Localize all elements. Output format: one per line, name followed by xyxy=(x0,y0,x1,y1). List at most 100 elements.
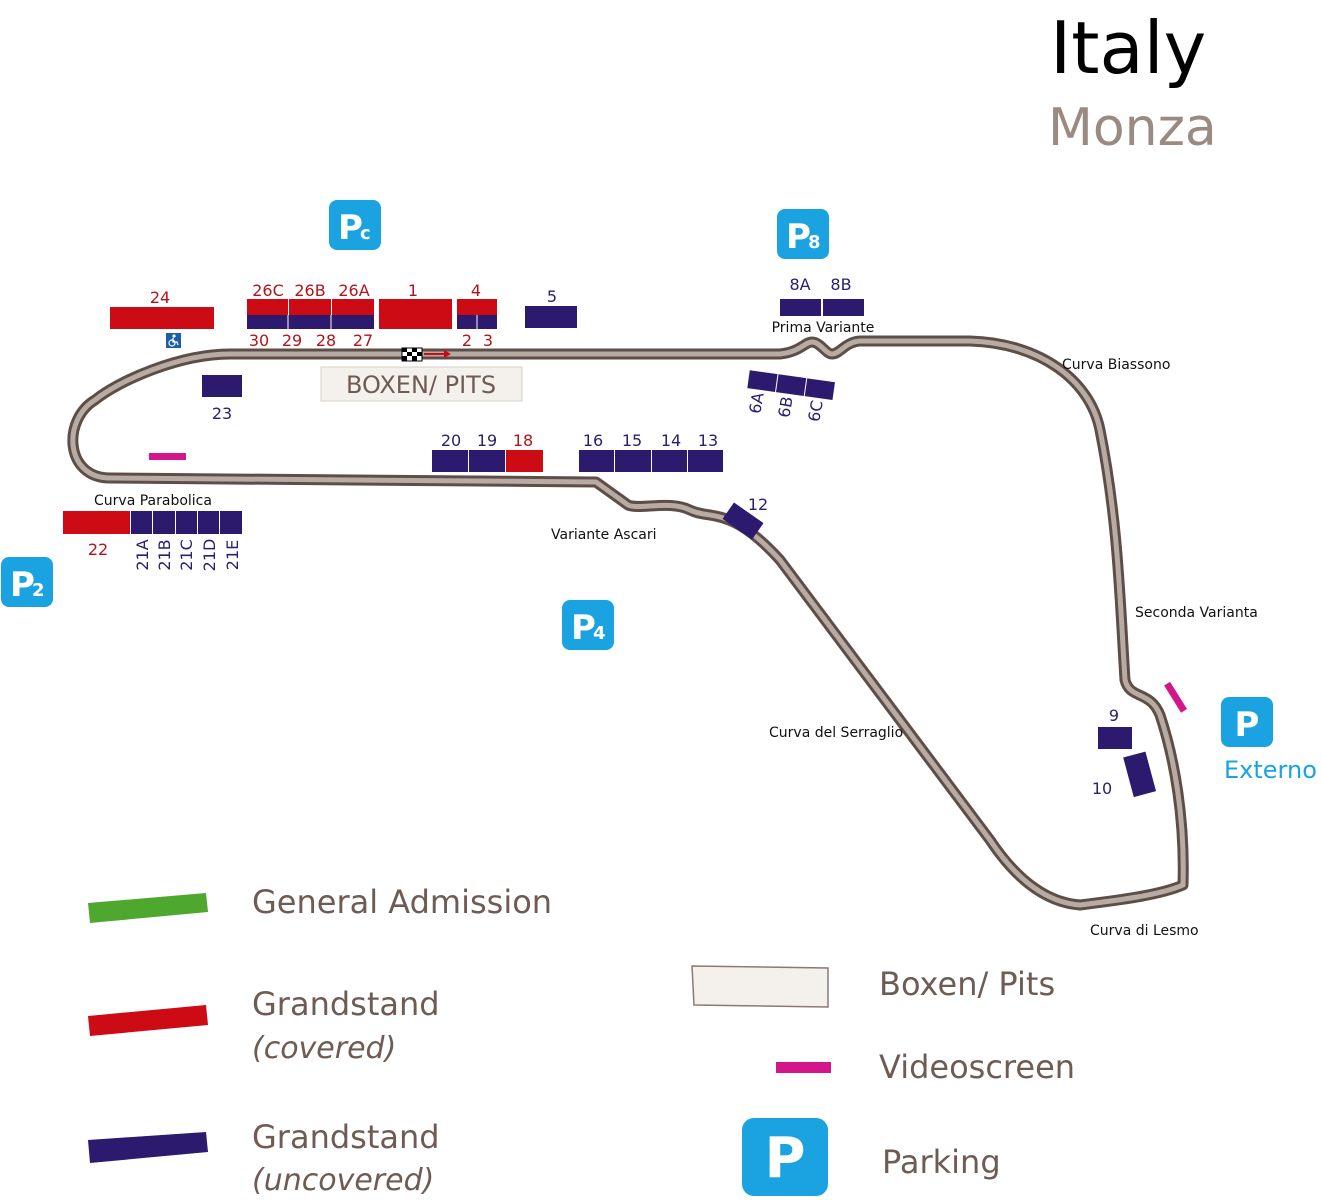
corner-curva-di-lesmo: Curva di Lesmo xyxy=(1090,923,1199,939)
stand-label-8b: 8B xyxy=(830,275,851,294)
grandstand-20[interactable] xyxy=(432,450,468,472)
svg-text:P: P xyxy=(10,565,35,605)
stand-label-30: 30 xyxy=(249,331,269,350)
stand-label-28: 28 xyxy=(316,331,336,350)
grandstand-8a[interactable] xyxy=(780,299,821,316)
svg-text:P: P xyxy=(1235,705,1260,745)
grandstand-13[interactable] xyxy=(688,450,723,472)
grandstand-9[interactable] xyxy=(1098,727,1132,749)
stand-label-21d: 21D xyxy=(200,539,219,572)
grandstand-14[interactable] xyxy=(652,450,687,472)
stand-label-15: 15 xyxy=(622,431,642,450)
corner-prima-variante: Prima Variante xyxy=(772,320,875,336)
svg-text:P: P xyxy=(786,217,811,257)
stand-label-2: 2 xyxy=(462,331,472,350)
svg-text:c: c xyxy=(360,223,371,244)
svg-text:2: 2 xyxy=(32,580,45,601)
svg-text:8: 8 xyxy=(808,232,821,253)
grandstand-26c[interactable] xyxy=(247,299,288,315)
parking-externo-label: Externo xyxy=(1224,756,1317,784)
grandstand-1[interactable] xyxy=(379,299,452,329)
pits-label: BOXEN/ PITS xyxy=(346,371,496,399)
stand-label-26b: 26B xyxy=(294,281,325,300)
legend: General Admission Grandstand (covered) G… xyxy=(88,883,1075,1198)
grandstand-22[interactable] xyxy=(63,511,130,534)
grandstand-23[interactable] xyxy=(202,375,242,397)
legend-pits: Boxen/ Pits xyxy=(879,965,1055,1003)
legend-swatch-general-admission xyxy=(88,893,208,923)
grandstand-26b[interactable] xyxy=(289,299,331,315)
corner-curva-del-serraglio: Curva del Serraglio xyxy=(769,725,903,741)
grandstand-6b[interactable] xyxy=(776,374,807,397)
grandstand-26a[interactable] xyxy=(332,299,374,315)
stand-label-20: 20 xyxy=(441,431,461,450)
grandstands-uncovered xyxy=(131,299,1157,798)
grandstand-15[interactable] xyxy=(615,450,651,472)
stand-label-21e: 21E xyxy=(223,540,242,570)
stand-label-27: 27 xyxy=(353,331,373,350)
stand-label-21a: 21A xyxy=(133,539,152,570)
start-finish-flag-icon xyxy=(401,347,423,362)
grandstand-6c[interactable] xyxy=(804,378,835,401)
grandstand-12[interactable] xyxy=(722,502,764,540)
legend-grandstand-uncovered: Grandstand xyxy=(252,1118,440,1156)
legend-parking: Parking xyxy=(882,1143,1001,1181)
stand-label-18: 18 xyxy=(513,431,533,450)
grandstand-27-30[interactable] xyxy=(247,315,374,329)
svg-text:4: 4 xyxy=(593,623,606,644)
parking-p4-icon[interactable]: P 4 xyxy=(562,600,614,650)
grandstands-covered xyxy=(63,299,543,534)
stand-label-29: 29 xyxy=(282,331,302,350)
legend-uncovered-note: (uncovered) xyxy=(252,1163,434,1198)
svg-text:P: P xyxy=(338,208,363,248)
grandstand-21b[interactable] xyxy=(153,511,175,534)
grandstand-21a[interactable] xyxy=(131,511,152,534)
corner-seconda-varianta: Seconda Varianta xyxy=(1135,605,1258,621)
corner-variante-ascari: Variante Ascari xyxy=(551,527,657,543)
svg-text:P: P xyxy=(571,608,596,648)
parking-p2-icon[interactable]: P 2 xyxy=(1,557,53,607)
stand-label-5: 5 xyxy=(547,287,557,306)
stand-label-6c: 6C xyxy=(804,399,826,423)
grandstand-21c[interactable] xyxy=(176,511,197,534)
grandstand-4[interactable] xyxy=(457,299,497,315)
legend-parking-icon xyxy=(742,1118,828,1196)
grandstand-21d[interactable] xyxy=(198,511,219,534)
grandstand-8b[interactable] xyxy=(823,299,864,316)
stand-label-16: 16 xyxy=(583,431,603,450)
stand-label-21b: 21B xyxy=(155,539,174,570)
map-subtitle: Monza xyxy=(1048,98,1217,158)
legend-swatch-uncovered xyxy=(88,1132,208,1163)
parking-p8-icon[interactable]: P 8 xyxy=(777,209,829,259)
direction-arrow-icon xyxy=(424,350,451,358)
parking-pc-icon[interactable]: P c xyxy=(329,200,381,250)
grandstand-16[interactable] xyxy=(579,450,614,472)
grandstand-24[interactable] xyxy=(110,307,214,329)
stand-label-3: 3 xyxy=(483,331,493,350)
stand-label-10: 10 xyxy=(1092,779,1112,798)
parking-externo-icon[interactable]: P xyxy=(1221,697,1273,747)
svg-text:P: P xyxy=(764,1126,805,1191)
stand-label-6b: 6B xyxy=(774,395,796,419)
corner-curva-parabolica: Curva Parabolica xyxy=(94,493,212,509)
stand-label-22: 22 xyxy=(88,540,108,559)
grandstand-10[interactable] xyxy=(1123,751,1157,798)
stand-label-1: 1 xyxy=(408,281,418,300)
wheelchair-access-icon xyxy=(166,333,181,348)
stand-label-26c: 26C xyxy=(252,281,284,300)
grandstand-18[interactable] xyxy=(506,450,543,472)
grandstand-21e[interactable] xyxy=(220,511,242,534)
stand-label-21c: 21C xyxy=(177,539,196,571)
grandstand-19[interactable] xyxy=(469,450,505,472)
legend-swatch-videoscreen xyxy=(776,1062,831,1073)
race-track xyxy=(67,335,1189,911)
corner-curva-biassono: Curva Biassono xyxy=(1062,357,1170,373)
stand-label-23: 23 xyxy=(212,404,232,423)
legend-swatch-covered xyxy=(88,1005,208,1036)
stand-label-24: 24 xyxy=(150,288,170,307)
videoscreen xyxy=(149,453,186,460)
legend-general-admission: General Admission xyxy=(252,883,552,921)
grandstand-5[interactable] xyxy=(525,306,577,328)
pits-area xyxy=(320,366,523,402)
grandstand-6a[interactable] xyxy=(747,370,778,392)
